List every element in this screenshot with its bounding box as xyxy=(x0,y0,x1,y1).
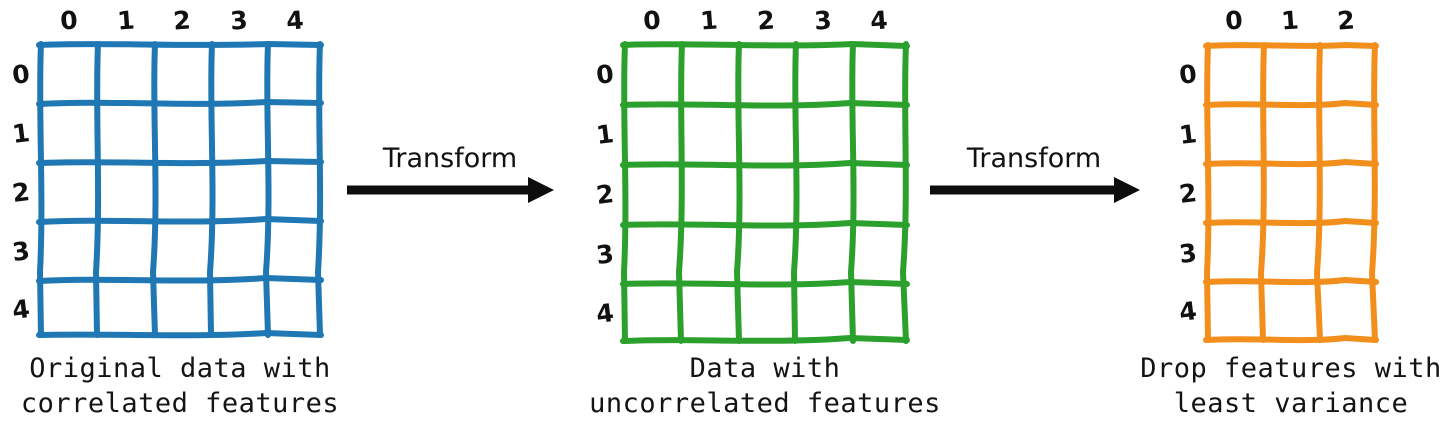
grid-original-svg xyxy=(36,40,324,339)
grid-reduced xyxy=(1203,41,1379,344)
row-label-1: 1 xyxy=(1177,119,1199,150)
row-label-4: 4 xyxy=(10,294,32,325)
row-label-4: 4 xyxy=(1177,296,1199,327)
arrow-transform-1-label: Transform xyxy=(382,143,518,174)
column-label-0: 0 xyxy=(642,5,662,36)
column-label-3: 3 xyxy=(229,5,249,36)
caption-reduced: Drop features with least variance xyxy=(1140,353,1442,419)
column-label-0: 0 xyxy=(1224,5,1244,36)
column-label-1: 1 xyxy=(1280,5,1300,36)
grid-uncorrelated xyxy=(620,40,910,344)
row-label-2: 2 xyxy=(594,179,616,210)
arrow-transform-2-label: Transform xyxy=(966,143,1102,174)
arrow-transform-1-icon xyxy=(347,177,554,203)
column-label-3: 3 xyxy=(813,5,833,36)
row-label-0: 0 xyxy=(10,59,32,90)
arrow-transform-2-icon xyxy=(930,177,1140,203)
row-label-0: 0 xyxy=(594,59,616,90)
row-label-1: 1 xyxy=(594,119,616,150)
row-label-4: 4 xyxy=(594,298,616,329)
column-label-1: 1 xyxy=(699,5,719,36)
grid-reduced-svg xyxy=(1203,41,1379,344)
arrow-transform-1: Transform xyxy=(345,145,560,205)
column-label-2: 2 xyxy=(756,5,776,36)
column-label-0: 0 xyxy=(59,5,79,36)
grid-uncorrelated-svg xyxy=(620,40,910,344)
column-label-1: 1 xyxy=(116,5,136,36)
row-label-2: 2 xyxy=(1177,178,1199,209)
row-label-2: 2 xyxy=(10,177,32,208)
row-label-3: 3 xyxy=(10,236,32,267)
column-label-4: 4 xyxy=(285,5,305,36)
grid-original xyxy=(36,40,324,339)
caption-uncorrelated: Data with uncorrelated features xyxy=(589,353,941,419)
row-label-3: 3 xyxy=(1177,238,1199,269)
arrow-transform-2: Transform xyxy=(928,145,1146,205)
row-label-0: 0 xyxy=(1177,59,1199,90)
caption-original: Original data with correlated features xyxy=(20,353,340,419)
column-label-2: 2 xyxy=(172,5,192,36)
row-label-1: 1 xyxy=(10,118,32,149)
row-label-3: 3 xyxy=(594,239,616,270)
column-label-4: 4 xyxy=(869,5,889,36)
column-label-2: 2 xyxy=(1336,5,1356,36)
